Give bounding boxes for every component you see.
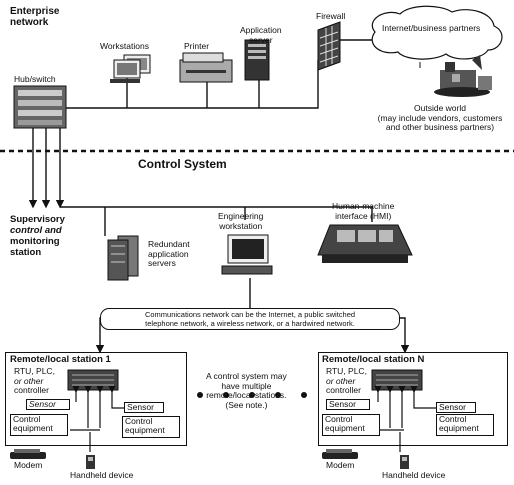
- station-n-modem-label: Modem: [326, 460, 355, 470]
- enterprise-backbone-line: [62, 60, 319, 109]
- engineering-workstation-icon: [221, 234, 273, 275]
- hub-switch-icon: [13, 85, 67, 129]
- supervisory-station-title: Supervisory control and monitoring stati…: [10, 214, 65, 258]
- station-1-sensor-right: Sensor: [124, 402, 164, 413]
- application-server-icon: [244, 39, 270, 81]
- station-n-title: Remote/local station N: [322, 354, 425, 365]
- firewall-icon: [317, 21, 341, 71]
- station-1-sensor-left: Sensor: [26, 399, 70, 410]
- hub-switch-label: Hub/switch: [14, 74, 56, 84]
- printer-label: Printer: [184, 41, 210, 51]
- stationN-handheld-icon: [400, 455, 409, 469]
- internet-cloud-icon: [371, 5, 503, 60]
- outside-world-label: Outside world(may include vendors, custo…: [377, 103, 503, 132]
- station-n-handheld-label: Handheld device: [382, 470, 446, 480]
- station-1-modem-label: Modem: [14, 460, 43, 470]
- control-system-title: Control System: [138, 157, 227, 171]
- firewall-label: Firewall: [316, 11, 346, 21]
- outside-world-icon: [434, 55, 492, 97]
- station1-modem-icon: [10, 449, 46, 459]
- station1-handheld-icon: [86, 455, 95, 469]
- station-1-title: Remote/local station 1: [10, 354, 111, 365]
- station-n-sensor-right: Sensor: [436, 402, 476, 413]
- workstations-icon: [110, 54, 151, 83]
- station-n-box: [318, 352, 508, 446]
- supervisory-lan-line: [60, 206, 373, 222]
- stationN-modem-icon: [322, 449, 358, 459]
- ellipsis-dots: [197, 392, 307, 398]
- stationN-controller-icon: [371, 369, 423, 391]
- workstations-label: Workstations: [100, 41, 149, 51]
- station-1-handheld-label: Handheld device: [70, 470, 134, 480]
- redundant-servers-icon: [107, 235, 139, 281]
- station1-controller-icon: [67, 369, 119, 391]
- printer-icon: [179, 52, 233, 83]
- station1-links: [70, 386, 124, 452]
- station-1-box: [5, 352, 187, 446]
- station-n-sensor-left: Sensor: [326, 399, 370, 410]
- hmi-console-icon: [317, 224, 413, 263]
- communications-network-box: Communications network can be the Intern…: [100, 308, 400, 330]
- internet-label: Internet/business partners: [382, 23, 481, 33]
